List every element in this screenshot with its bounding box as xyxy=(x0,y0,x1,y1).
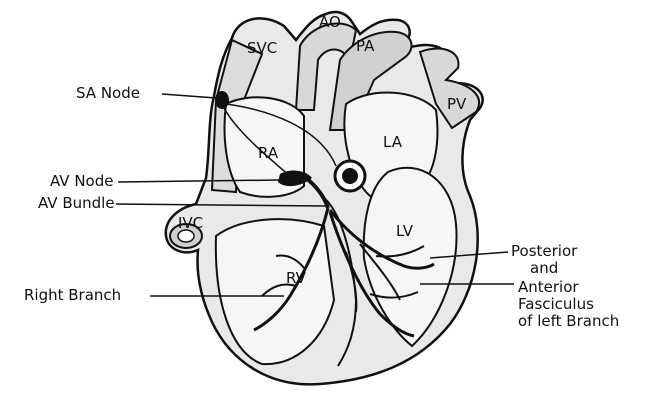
label-of-left-branch: of left Branch xyxy=(518,313,619,330)
label-right-branch: Right Branch xyxy=(24,287,121,303)
label-pa: PA xyxy=(356,38,374,54)
label-posterior-group: Posterior and xyxy=(511,243,577,277)
label-la: LA xyxy=(383,134,402,150)
label-posterior: Posterior xyxy=(511,243,577,260)
label-ao: AO xyxy=(319,14,341,30)
label-ivc: IVC xyxy=(178,215,203,231)
label-av-node: AV Node xyxy=(50,173,113,189)
label-lv: LV xyxy=(396,223,413,239)
label-sa-node: SA Node xyxy=(76,85,140,101)
label-pv: PV xyxy=(447,96,466,112)
label-ra: RA xyxy=(258,145,278,161)
label-svc: SVC xyxy=(247,40,277,56)
label-fasciculus: Fasciculus xyxy=(518,296,619,313)
label-av-bundle: AV Bundle xyxy=(38,195,115,211)
label-anterior-group: Anterior Fasciculus of left Branch xyxy=(518,279,619,330)
label-and: and xyxy=(511,260,577,277)
sa-node xyxy=(215,91,229,109)
label-rv: RV xyxy=(286,270,306,286)
label-anterior: Anterior xyxy=(518,279,619,296)
leader-sa-node xyxy=(162,94,216,98)
